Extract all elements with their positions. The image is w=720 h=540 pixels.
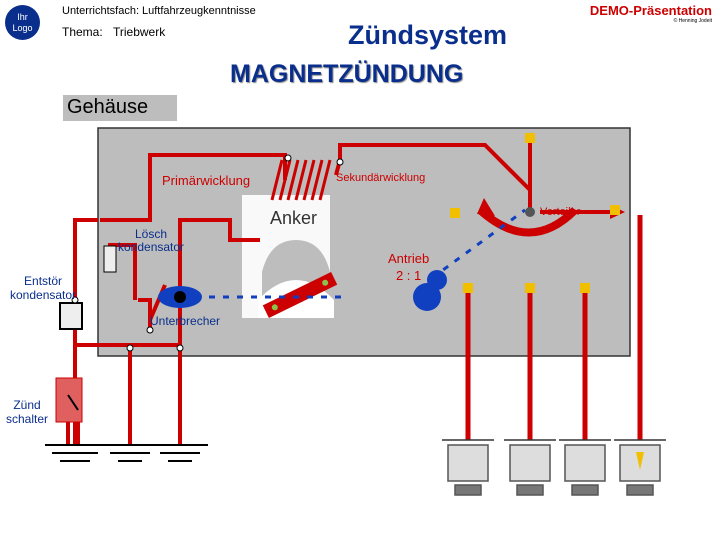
label-anchor: Anker — [270, 208, 318, 228]
cylinder-2 — [504, 439, 556, 496]
distributor-arc — [477, 206, 578, 237]
plug-leads — [465, 215, 643, 440]
logo-placeholder: Ihr Logo — [5, 5, 40, 40]
label-primary: Primärwicklung — [162, 173, 251, 188]
entstoer-capacitor — [59, 302, 83, 330]
label-secondary: Sekundärwicklung — [336, 172, 426, 184]
demo-label: DEMO-Präsentation — [589, 3, 712, 18]
rotor-magnet — [262, 272, 338, 318]
label-loesch: Lösch kondensator — [118, 227, 185, 254]
loesch-capacitor — [103, 245, 117, 273]
topic-value: Triebwerk — [113, 25, 166, 39]
label-breaker: Unterbrecher — [150, 314, 221, 328]
subject-value: Luftfahrzeugkenntnisse — [142, 5, 256, 17]
logo-text-1: Ihr — [17, 12, 28, 22]
drive-shaft — [195, 208, 526, 299]
distributor-hub — [525, 207, 535, 217]
coil — [270, 159, 332, 201]
cylinders — [442, 439, 666, 496]
cylinder-3 — [559, 439, 611, 496]
terminals — [71, 154, 344, 352]
ignition-switch — [55, 377, 83, 423]
sub-title: MAGNETZÜNDUNG — [230, 60, 464, 88]
spark-icon — [636, 452, 644, 470]
cylinder-4 — [614, 439, 666, 496]
junction-nodes — [450, 133, 620, 293]
housing-label: Gehäuse — [63, 95, 177, 121]
label-entstoer: Entstör kondensator — [10, 274, 77, 302]
label-drive: Antrieb 2 : 1 — [388, 251, 430, 283]
subject-label: Unterrichtsfach: — [62, 5, 140, 17]
main-title: Zündsystem — [348, 20, 508, 50]
distributor-arrow — [477, 198, 495, 216]
drive-gear-large — [413, 283, 441, 311]
housing-box — [97, 127, 631, 357]
topic-label: Thema: — [62, 25, 103, 39]
copyright: © Henning Jodeit — [673, 18, 712, 24]
cylinder-1 — [442, 439, 494, 496]
logo-text-2: Logo — [12, 23, 33, 33]
label-distributor: Verteiler — [540, 206, 581, 218]
label-switch: Zünd schalter — [6, 398, 49, 426]
ground-symbols — [45, 444, 208, 462]
magnet-body — [242, 195, 330, 318]
